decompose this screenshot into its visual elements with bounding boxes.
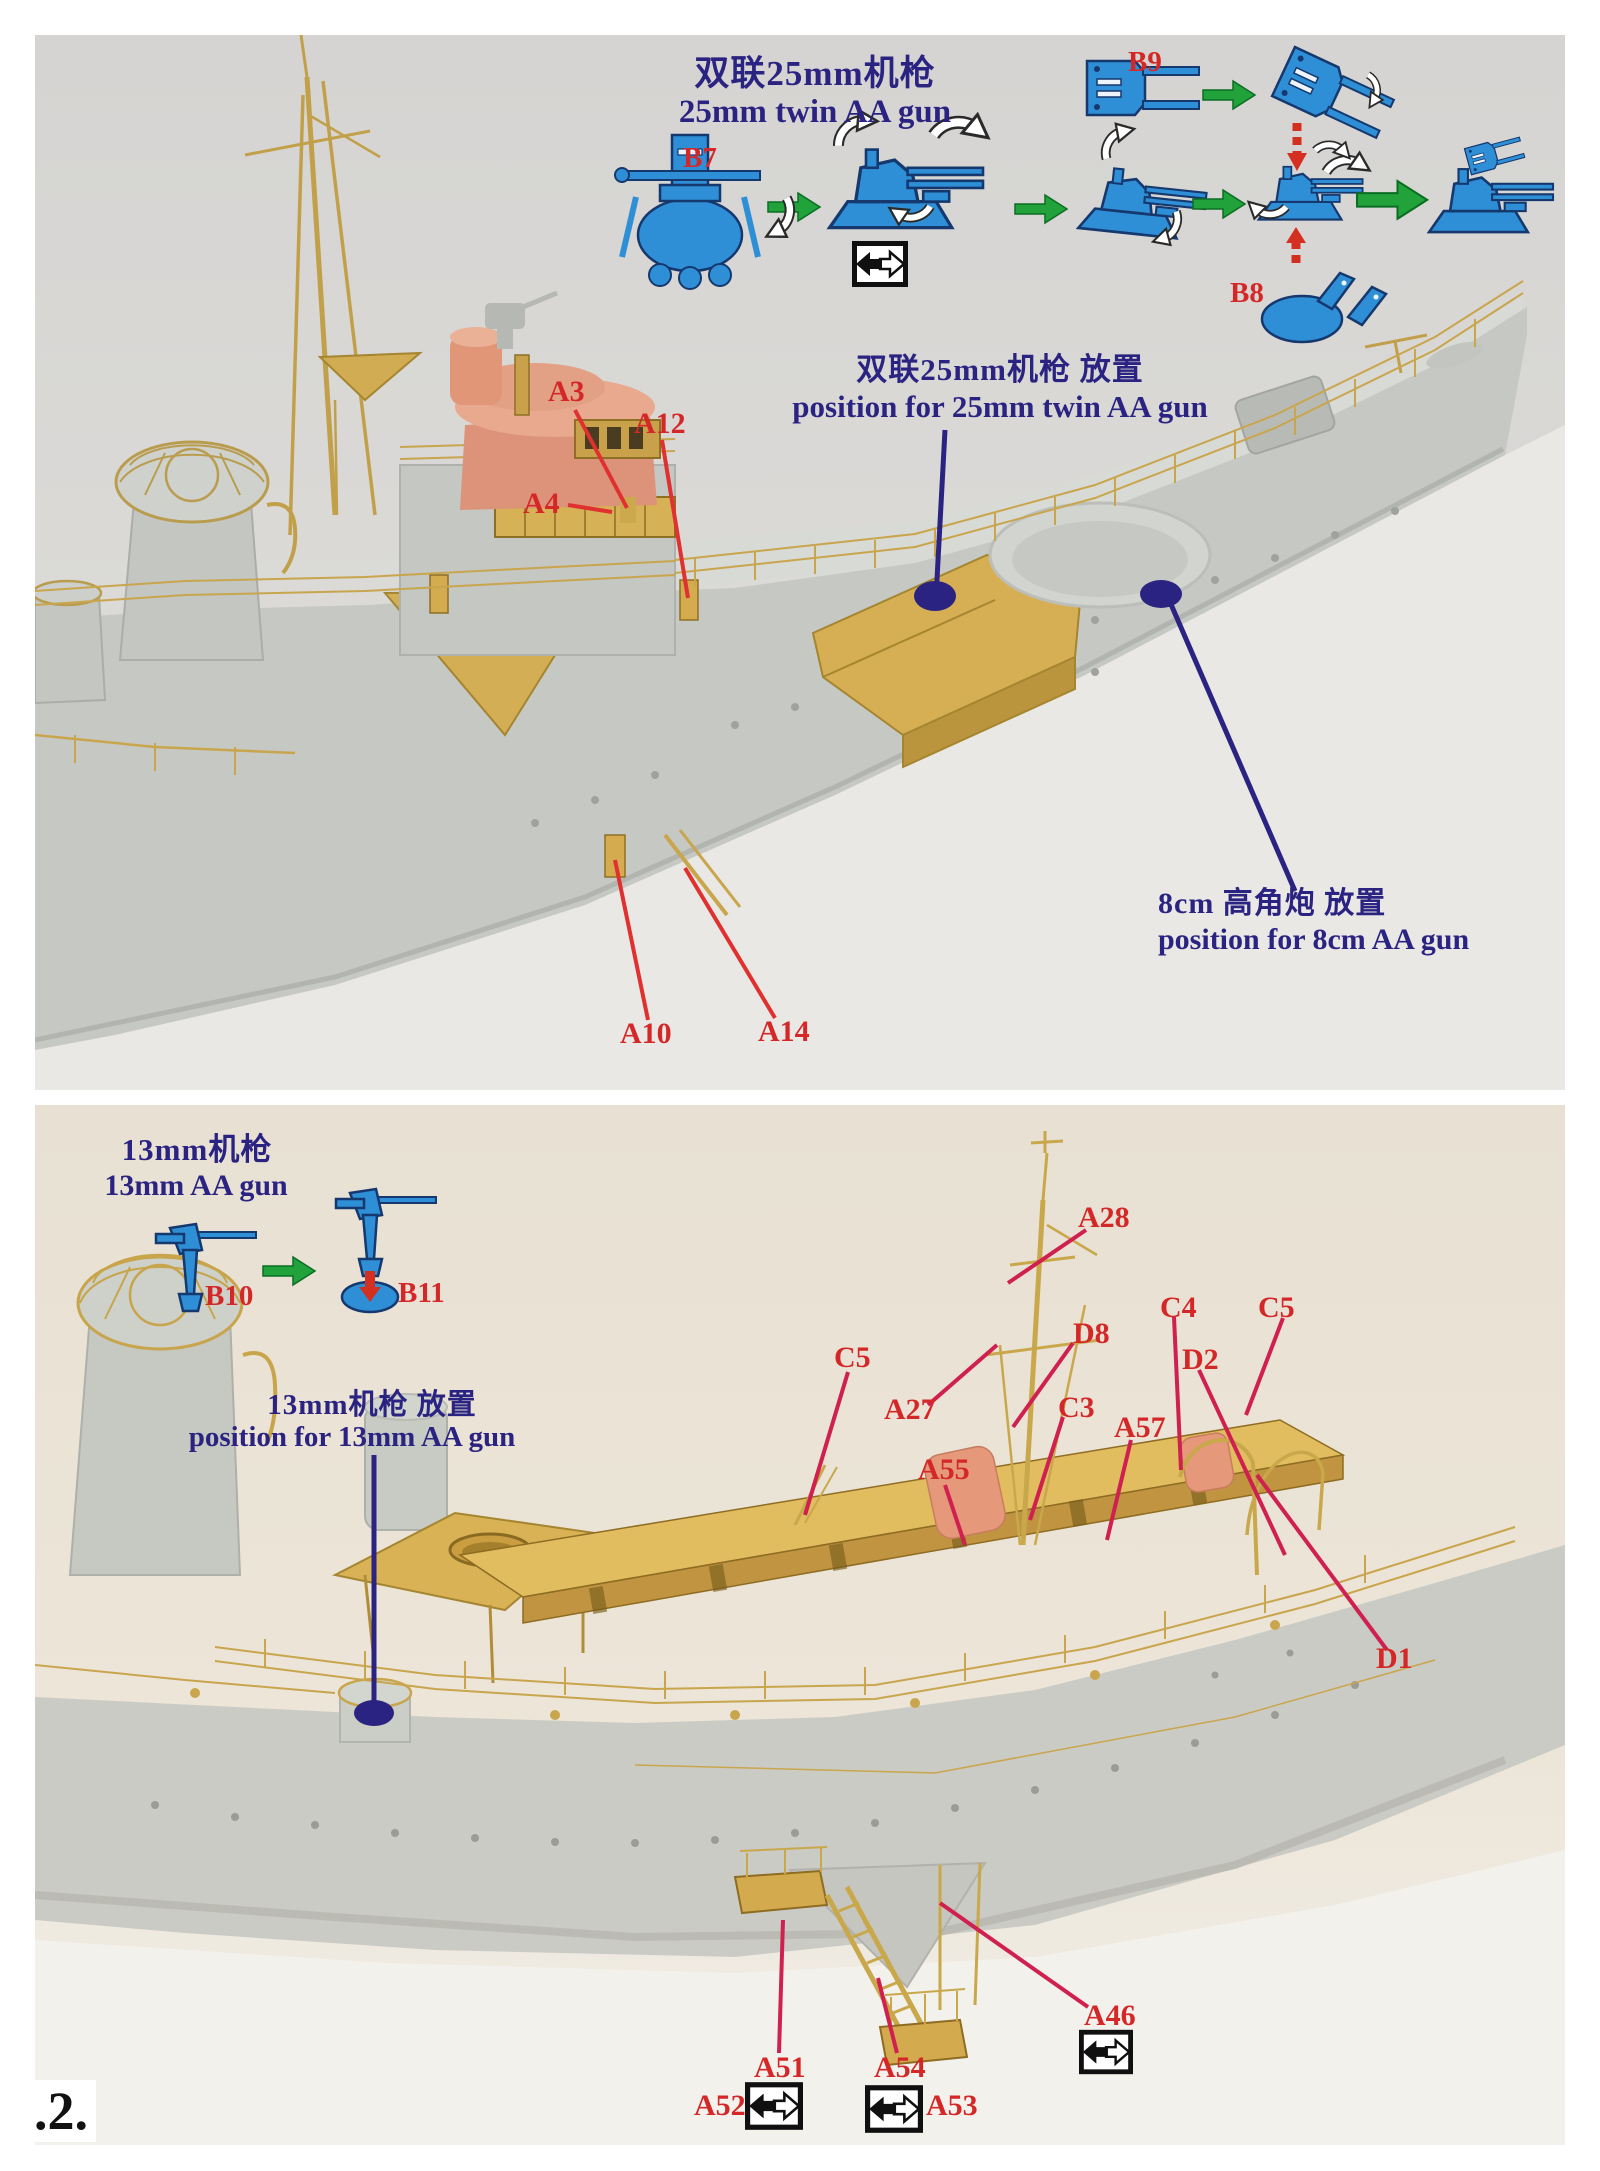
callout-c3: C3: [1058, 1391, 1095, 1424]
callout-a46: A46: [1084, 1999, 1136, 2032]
red-dashed-arrow-up: [1286, 227, 1306, 263]
callout-a14: A14: [758, 1015, 810, 1048]
part-label-b8: B8: [1230, 277, 1264, 309]
position-13mm-zh: 13mm机枪 放置: [267, 1389, 477, 1421]
25mm-assembly-diagram: [614, 45, 1555, 344]
title-25mm-zh: 双联25mm机枪: [694, 54, 936, 93]
signal-tower: [35, 579, 107, 705]
callout-c5-right: C5: [1258, 1291, 1295, 1324]
mirror-flip-icon: [745, 2082, 803, 2135]
mirror-flip-icon: [852, 241, 908, 292]
orange-vents: [924, 1432, 1235, 1540]
portholes-stern: [151, 1649, 1359, 1847]
deck-railings: [35, 280, 1524, 775]
callout-c5-left: C5: [834, 1341, 871, 1374]
mirror-flip-icon: [1079, 2029, 1133, 2080]
callout-a12: A12: [634, 407, 686, 440]
title-25mm-en: 25mm twin AA gun: [678, 94, 952, 130]
title-13mm-en: 13mm AA gun: [104, 1169, 288, 1202]
part-label-b10: B10: [205, 1280, 254, 1312]
position-8cm-en: position for 8cm AA gun: [1158, 923, 1470, 956]
callout-a57: A57: [1114, 1411, 1166, 1444]
position-8cm-zh: 8cm 高角炮 放置: [1158, 887, 1387, 920]
ship-hull: [35, 297, 1527, 1050]
callout-a55: A55: [918, 1453, 970, 1486]
callout-d2: D2: [1182, 1343, 1219, 1376]
callout-a52: A52: [694, 2089, 746, 2122]
funnel-stern: [68, 1253, 278, 1576]
callout-a54: A54: [874, 2051, 926, 2084]
callout-a4: A4: [523, 487, 560, 520]
callout-a27: A27: [884, 1393, 936, 1426]
part-label-b7: B7: [683, 142, 717, 174]
callout-c4: C4: [1160, 1291, 1197, 1324]
red-dashed-arrow-down: [1287, 123, 1307, 171]
top-photo-illustration: [35, 35, 1565, 1090]
ship-hull-stern: [35, 1545, 1565, 1957]
stern-railings: [35, 1526, 1516, 1774]
25mm-gun-unpainted: [485, 290, 636, 523]
mirror-flip-icon: [865, 2085, 923, 2138]
callout-d1: D1: [1376, 1642, 1413, 1675]
position-25mm-zh: 双联25mm机枪 放置: [856, 352, 1144, 387]
gold-deckhouse: [458, 1419, 1346, 1624]
part-b8-drawing: [1260, 271, 1388, 344]
funnel: [114, 440, 298, 661]
callout-a3: A3: [548, 375, 585, 408]
callout-lines-stern: [777, 1228, 1389, 2054]
position-13mm-en: position for 13mm AA gun: [188, 1421, 516, 1453]
accommodation-ladder: [733, 1846, 987, 2067]
part-b7-drawing: [614, 133, 761, 290]
part-label-b11: B11: [398, 1277, 445, 1309]
25mm-position-platform: [811, 553, 1083, 769]
red-arrow-down: [359, 1271, 381, 1302]
13mm-position-marker: [354, 1455, 394, 1726]
bottom-photo-panel: [35, 1105, 1565, 2145]
callout-a10: A10: [620, 1017, 672, 1050]
bottom-photo-illustration: [35, 1105, 1565, 2145]
13mm-assembly-diagram: [154, 1187, 438, 1314]
position-25mm-en: position for 25mm twin AA gun: [792, 389, 1208, 424]
top-photo-panel: [35, 35, 1565, 1090]
callout-a28: A28: [1078, 1201, 1130, 1234]
callout-lines: [567, 409, 777, 1021]
part-label-b9: B9: [1128, 46, 1162, 78]
position-markers: [914, 429, 1298, 892]
callout-a53: A53: [926, 2089, 978, 2122]
title-13mm-zh: 13mm机枪: [121, 1132, 273, 1167]
callout-d8: D8: [1073, 1317, 1110, 1350]
bridge: [450, 327, 661, 510]
page-number: .2.: [26, 2080, 96, 2142]
callout-a51: A51: [754, 2051, 806, 2084]
